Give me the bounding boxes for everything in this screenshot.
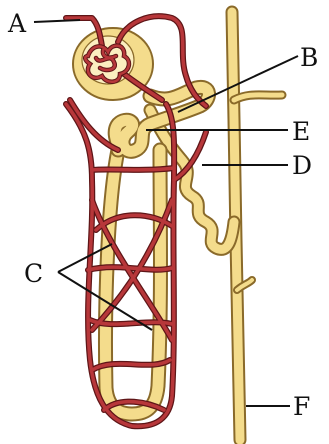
label-a: A	[7, 9, 27, 38]
label-b: B	[300, 43, 318, 72]
leader-line-a	[34, 20, 80, 22]
label-c: C	[24, 259, 43, 288]
label-d: D	[292, 151, 312, 180]
label-e: E	[292, 117, 310, 146]
label-f: F	[293, 392, 310, 421]
